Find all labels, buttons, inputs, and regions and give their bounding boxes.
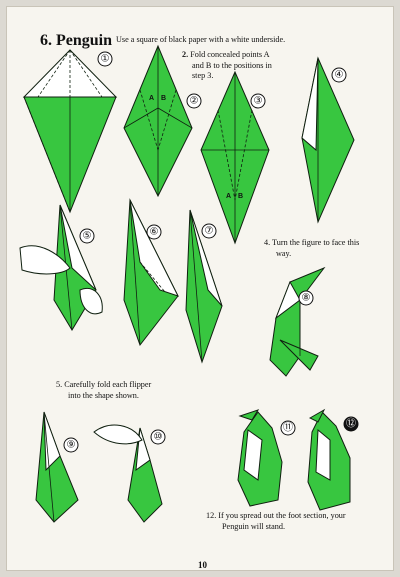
step-7-diagram [185,209,223,364]
step-10-diagram [93,424,163,523]
step-number-1: ① [97,51,113,67]
step-3-diagram: A B [200,70,270,245]
step-number-8: ⑧ [298,290,314,306]
step-5-diagram [19,204,103,331]
step-6-diagram [123,198,179,347]
instruction-step-4: 4. Turn the figure to face this way. [264,238,360,258]
instruction-step-12: 12. If you spread out the foot section, … [206,511,346,531]
page-number: 10 [198,560,207,570]
step-number-4: ④ [331,67,347,83]
step-number-5: ⑤ [79,228,95,244]
title-name: Penguin [56,32,113,49]
step-1-diagram [22,49,118,214]
title-number: 6. [40,32,52,49]
hand-illustration [93,424,143,445]
point-label-a: A [149,95,154,102]
step-number-6: ⑥ [146,224,162,240]
step-number-9: ⑨ [63,437,79,453]
hand-illustration [19,245,71,275]
svg-text:⑨: ⑨ [67,440,76,451]
svg-text:⑧: ⑧ [302,293,311,304]
step-number-11: ⑪ [280,420,296,436]
svg-text:⑥: ⑥ [150,227,159,238]
step-number-12: ⑫ [343,416,359,432]
point-label-b: B [161,95,166,102]
svg-text:②: ② [190,96,199,107]
svg-text:⑩: ⑩ [154,432,163,443]
svg-text:⑪: ⑪ [283,422,293,434]
hand-illustration [79,288,103,315]
step-11-diagram [237,409,283,507]
step-number-3: ③ [250,93,266,109]
intro-text: Use a square of black paper with a white… [116,35,286,44]
step-2-diagram: A B [123,44,193,198]
point-label-b: B [238,193,243,200]
svg-text:⑤: ⑤ [83,231,92,242]
svg-text:⑫: ⑫ [346,418,356,430]
svg-text:④: ④ [335,70,344,81]
instruction-step-2: 2. Fold concealed points A and B to the … [182,50,272,80]
step-number-7: ⑦ [201,223,217,239]
step-4-diagram [301,56,355,224]
step-8-diagram [269,266,326,377]
page-title: 6. Penguin [40,32,112,50]
instruction-step-5: 5. Carefully fold each flipper into the … [56,380,152,400]
step-9-diagram [35,411,79,523]
svg-text:①: ① [101,54,110,65]
svg-text:③: ③ [254,96,263,107]
step-number-2: ② [186,93,202,109]
step-12-diagram [307,408,351,511]
step-number-10: ⑩ [150,429,166,445]
svg-text:⑦: ⑦ [205,226,214,237]
point-label-a: A [226,193,231,200]
